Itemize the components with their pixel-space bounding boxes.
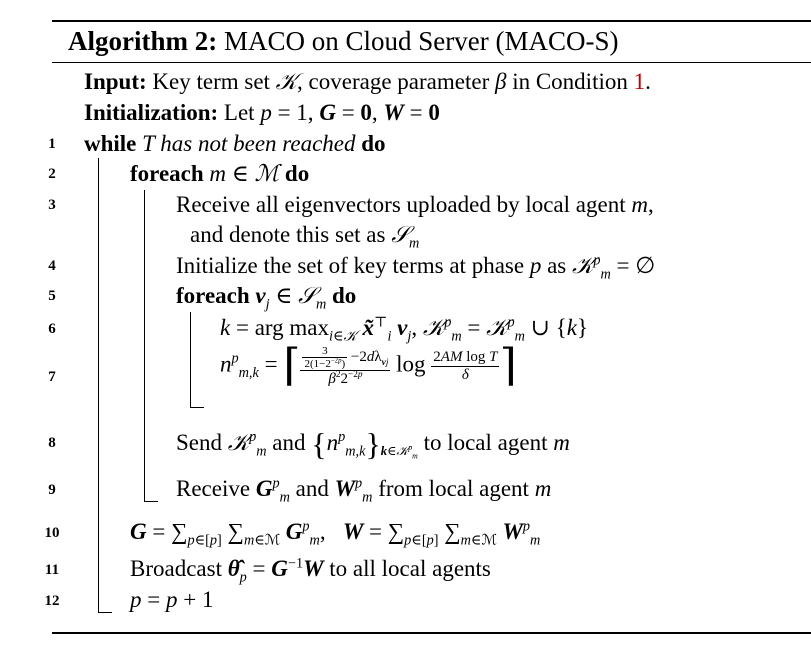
while-scope-end: [98, 612, 112, 613]
line-number: 5: [48, 288, 56, 304]
init-line: Initialization: Let p = 1, G = 0, W = 0: [84, 100, 440, 125]
top-rule: [52, 20, 811, 22]
input-line: Input: Key term set 𝒦, coverage paramete…: [84, 69, 651, 95]
increment-line: p = p + 1: [130, 587, 214, 612]
line-number: 6: [48, 321, 56, 337]
receive-line: Receive Gpm and Wpm from local agent m: [176, 475, 552, 506]
line-number: 3: [48, 197, 56, 213]
bottom-rule: [52, 632, 811, 634]
send-line: Send 𝒦pm and {npm,k}k∈𝒦pm to local agent…: [176, 426, 570, 462]
broadcast-line: Broadcast θ̂p = G−1W to all local agents: [130, 555, 491, 586]
argmax-line: k = arg maxi∈𝒦 x̃⊤i vj, 𝒦pm = 𝒦pm ∪ {k}: [220, 314, 588, 345]
line-number: 8: [48, 435, 56, 451]
foreach-agent-line: foreach m ∈ ℳ do: [130, 161, 310, 186]
line-number: 11: [44, 562, 60, 578]
condition-ref-link[interactable]: 1: [633, 69, 646, 94]
receive-eigenvectors-line-cont: and denote this set as 𝒮m: [190, 222, 420, 252]
while-line: while T has not been reached do: [84, 131, 386, 156]
receive-eigenvectors-line: Receive all eigenvectors uploaded by loc…: [176, 192, 654, 217]
aggregate-line: G = ∑p∈[p] ∑m∈ℳ Gpm, W = ∑p∈[p] ∑m∈ℳ Wpm: [130, 518, 541, 549]
foreach-vector-scope-end: [190, 407, 204, 408]
line-number: 12: [44, 593, 60, 609]
while-scope-bar: [98, 158, 99, 613]
line-number: 4: [48, 258, 56, 274]
line-number: 7: [48, 369, 56, 385]
algorithm-title: Algorithm 2: MACO on Cloud Server (MACO-…: [68, 26, 618, 57]
foreach-agent-scope-bar: [144, 190, 145, 502]
line-number: 1: [48, 136, 56, 152]
foreach-vector-scope-bar: [190, 312, 191, 408]
algorithm-label: Algorithm 2:: [68, 26, 218, 56]
mid-rule: [52, 62, 811, 63]
line-number: 9: [48, 482, 56, 498]
foreach-vector-line: foreach vj ∈ 𝒮m do: [176, 283, 357, 313]
initialize-key-terms-line: Initialize the set of key terms at phase…: [176, 252, 656, 283]
algorithm-name: MACO on Cloud Server (MACO-S): [223, 26, 619, 56]
line-number: 2: [48, 166, 56, 182]
line-number: 10: [44, 525, 60, 541]
foreach-agent-scope-end: [144, 501, 158, 502]
